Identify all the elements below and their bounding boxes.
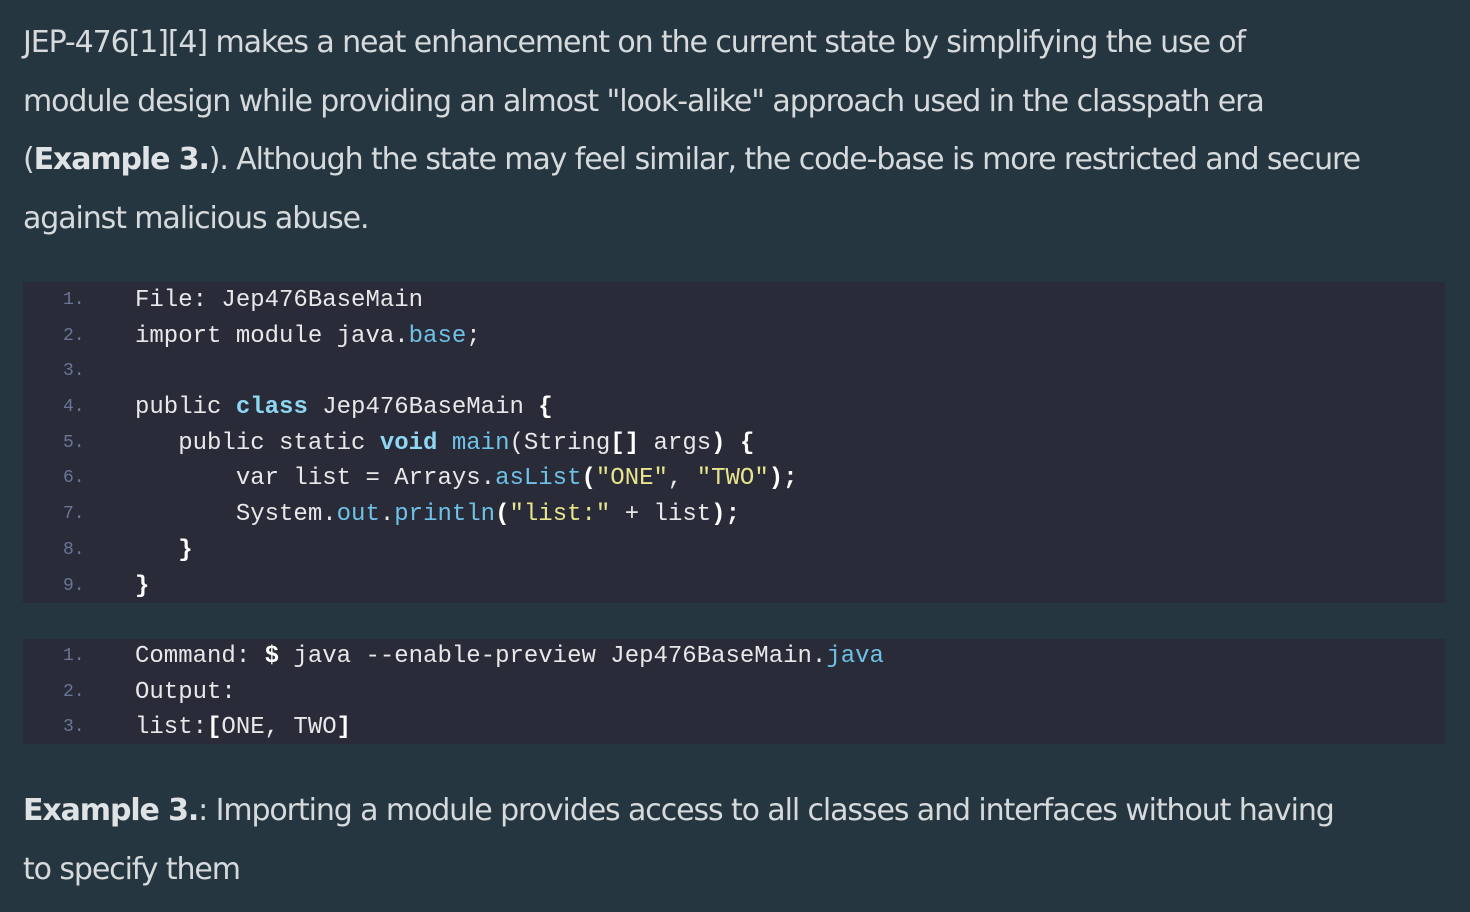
shell-prompt: $ xyxy=(264,643,280,670)
code-line: 4. public class Jep476BaseMain { xyxy=(23,390,1445,426)
code-text: java --enable-preview Jep476BaseMain. xyxy=(279,643,827,670)
code-identifier: base xyxy=(408,322,467,350)
code-paren: ( xyxy=(581,465,596,493)
code-line: 5. public static void main(String[] args… xyxy=(23,426,1445,462)
code-line: 1. Command: $ java --enable-preview Jep47… xyxy=(23,639,1445,675)
code-keyword: class xyxy=(235,394,308,422)
code-block-source: 1. File: Jep476BaseMain 2. import module j… xyxy=(23,282,1445,603)
code-text xyxy=(726,430,740,457)
code-keyword: void xyxy=(379,429,438,457)
line-number: 3. xyxy=(63,361,85,382)
code-brace: } xyxy=(135,572,150,600)
code-text: list: xyxy=(135,714,208,742)
code-text: Jep476BaseMain xyxy=(307,394,539,422)
code-line: 6. var list = Arrays.asList("ONE", "TWO"… xyxy=(23,461,1445,497)
line-number: 7. xyxy=(63,504,85,525)
line-number: 6. xyxy=(63,468,85,489)
code-text: ONE, TWO xyxy=(221,714,337,742)
code-brace: { xyxy=(739,429,755,457)
code-paren: ( xyxy=(495,501,510,529)
code-paren: ) xyxy=(711,429,726,457)
line-number: 1. xyxy=(63,290,85,310)
code-text: Output: xyxy=(135,678,236,706)
code-line: 2. Output: xyxy=(23,675,1445,711)
code-text: , xyxy=(667,465,697,493)
caption-line-1: : Importing a module provides access to … xyxy=(198,793,1335,828)
code-identifier: java xyxy=(826,643,884,670)
line-number: 2. xyxy=(63,681,85,702)
code-text: + list xyxy=(610,501,712,529)
code-brace: { xyxy=(538,394,553,422)
code-semicolon: ; xyxy=(783,465,798,493)
intro-paragraph: JEP-476[1][4] makes a neat enhancement o… xyxy=(23,14,1463,248)
code-text: Command: xyxy=(135,643,265,670)
code-string: "ONE" xyxy=(595,465,668,493)
code-bracket: ] xyxy=(336,714,352,742)
line-number: 2. xyxy=(63,325,85,346)
code-block-command: 1. Command: $ java --enable-preview Jep47… xyxy=(23,639,1445,744)
code-text: (String xyxy=(509,429,611,457)
code-text: public xyxy=(135,394,236,422)
code-line: 7. System.out.println("list:" + list); xyxy=(23,497,1445,533)
code-line: 9.} xyxy=(23,569,1445,605)
intro-line-4: against malicious abuse. xyxy=(23,200,370,236)
code-text: . xyxy=(379,501,395,529)
code-text xyxy=(437,430,451,457)
code-text: args xyxy=(639,429,712,457)
code-bracket: [] xyxy=(610,429,640,457)
line-number: 5. xyxy=(63,432,85,453)
intro-line-1: JEP-476[1][4] makes a neat enhancement o… xyxy=(23,25,1246,60)
code-paren: ) xyxy=(768,465,784,493)
code-string: "list:" xyxy=(509,501,611,529)
code-text: System. xyxy=(135,501,337,529)
code-semicolon: ; xyxy=(725,501,740,529)
code-line: 8. } xyxy=(23,533,1445,569)
example-caption: Example 3.: Importing a module provides … xyxy=(23,782,1463,899)
code-string: "TWO" xyxy=(696,465,769,493)
code-method: println xyxy=(394,501,496,529)
code-line: 2. import module java.base; xyxy=(23,319,1445,355)
line-number: 8. xyxy=(63,539,85,560)
code-text: var list = Arrays. xyxy=(135,465,496,493)
caption-label: Example 3. xyxy=(23,793,199,828)
code-line: 1. File: Jep476BaseMain xyxy=(23,283,1445,319)
code-method: main xyxy=(451,429,510,457)
paren-open: ( xyxy=(23,142,35,177)
code-text xyxy=(135,537,178,564)
intro-line-2: module design while providing an almost … xyxy=(23,83,1265,119)
code-method: asList xyxy=(495,465,582,493)
code-text: import module java. xyxy=(135,322,409,350)
line-number: 9. xyxy=(63,575,85,596)
code-brace: } xyxy=(178,536,193,564)
intro-line-3: ). Although the state may feel similar, … xyxy=(208,142,1361,177)
code-line: 3. list:[ONE, TWO] xyxy=(23,710,1445,746)
code-text: public static xyxy=(135,429,380,457)
line-number: 1. xyxy=(63,646,85,666)
code-text: File: Jep476BaseMain xyxy=(135,287,424,314)
code-field: out xyxy=(336,501,380,529)
line-number: 4. xyxy=(63,397,85,418)
code-paren: ) xyxy=(711,501,726,529)
example-ref-link: Example 3. xyxy=(33,142,210,177)
code-line: 3. xyxy=(23,354,1445,390)
code-bracket: [ xyxy=(207,714,222,742)
line-number: 3. xyxy=(63,717,85,738)
code-text: ; xyxy=(466,322,481,350)
caption-line-2: to specify them xyxy=(23,851,241,887)
